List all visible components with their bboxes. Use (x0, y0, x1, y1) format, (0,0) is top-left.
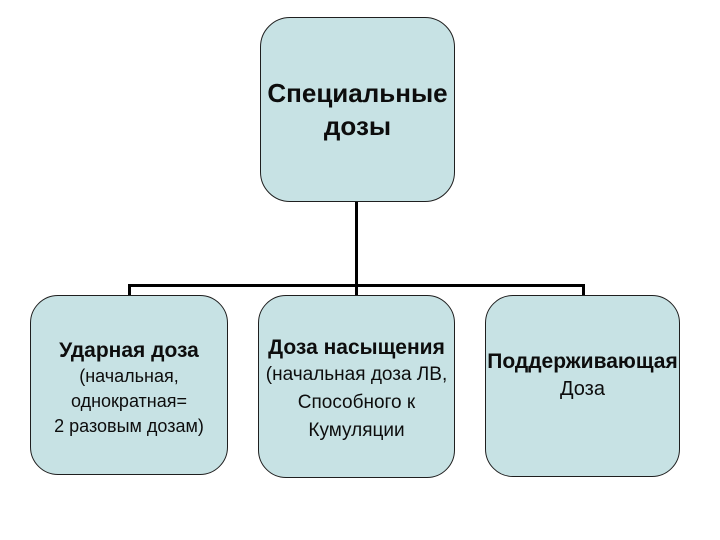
root-node-special-doses: Специальные дозы (260, 17, 455, 202)
loading-dose-sub-2: однократная= (70, 391, 188, 411)
saturation-dose-title: Доза насыщения (268, 336, 445, 359)
connector-tick-middle (355, 284, 358, 296)
saturation-dose-sub-1: (начальная доза ЛВ, (265, 364, 448, 385)
maintenance-dose-sub-1: Доза (560, 378, 605, 400)
loading-dose-sub-3: 2 разовым дозам) (54, 416, 204, 436)
saturation-dose-sub-2: Способного к (297, 392, 416, 413)
loading-dose-sub-1: (начальная, (79, 366, 179, 386)
child-node-maintenance-dose: Поддерживающая Доза (485, 295, 680, 477)
child-node-loading-dose: Ударная доза (начальная, однократная= 2 … (30, 295, 228, 475)
saturation-dose-sub-3: Кумуляции (308, 420, 405, 441)
root-title-line-1: Специальные (267, 77, 448, 108)
maintenance-dose-title: Поддерживающая (487, 350, 678, 373)
connector-tick-right (582, 284, 585, 296)
root-title-line-2: дозы (323, 110, 392, 141)
connector-tick-left (128, 284, 131, 296)
child-node-saturation-dose: Доза насыщения (начальная доза ЛВ, Спосо… (258, 295, 455, 478)
connector-stem (355, 202, 358, 286)
loading-dose-title: Ударная доза (59, 339, 199, 362)
